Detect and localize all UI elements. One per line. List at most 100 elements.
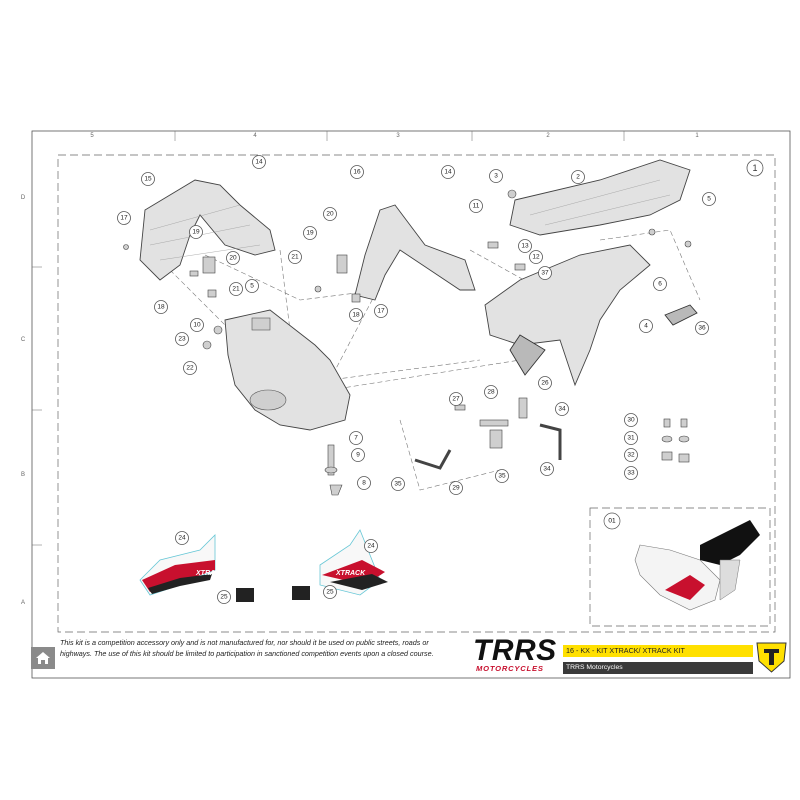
svg-text:7: 7 [354, 435, 358, 442]
assembled-kit-image [634, 520, 760, 611]
detail-view-label: 01 [608, 518, 616, 525]
svg-text:14: 14 [255, 159, 263, 166]
svg-text:31: 31 [627, 435, 635, 442]
svg-text:18: 18 [352, 312, 360, 319]
column-labels: 5 4 3 2 1 [90, 131, 699, 141]
svg-text:12: 12 [532, 254, 540, 261]
drawing-frame [31, 130, 791, 679]
svg-text:8: 8 [362, 480, 366, 487]
svg-text:9: 9 [356, 452, 360, 459]
callout-19: 19 [189, 225, 203, 239]
svg-text:23: 23 [178, 336, 186, 343]
svg-text:37: 37 [541, 270, 549, 277]
svg-text:34: 34 [543, 466, 551, 473]
callout-20: 20 [226, 251, 240, 265]
callout-30: 30 [624, 413, 638, 427]
left-side-cover [139, 179, 276, 281]
svg-text:25: 25 [220, 594, 228, 601]
left-decal: XTRACK [139, 534, 254, 602]
svg-text:11: 11 [473, 203, 480, 210]
row-label: D [21, 195, 26, 201]
callout-29: 29 [449, 481, 463, 495]
detail-view-frame [589, 507, 771, 627]
brand-shield-icon [756, 642, 787, 673]
svg-text:XTRACK: XTRACK [195, 570, 226, 577]
callout-35: 35 [391, 477, 405, 491]
svg-text:26: 26 [541, 380, 549, 387]
callout-17: 17 [117, 211, 131, 225]
fuel-tank [224, 309, 351, 431]
callout-26: 26 [538, 376, 552, 390]
svg-text:13: 13 [521, 243, 529, 250]
callout-24: 24 [175, 531, 189, 545]
callout-12: 12 [529, 250, 543, 264]
callout-6: 6 [653, 277, 667, 291]
svg-text:21: 21 [291, 254, 299, 261]
callout-23: 23 [175, 332, 189, 346]
svg-text:33: 33 [627, 470, 635, 477]
svg-text:30: 30 [627, 417, 635, 424]
callout-21: 21 [288, 250, 302, 264]
svg-text:18: 18 [157, 304, 165, 311]
home-button[interactable] [31, 647, 55, 669]
svg-text:5: 5 [707, 196, 711, 203]
svg-text:35: 35 [498, 473, 506, 480]
svg-text:15: 15 [144, 176, 152, 183]
callout-4: 4 [639, 319, 653, 333]
svg-text:29: 29 [452, 485, 460, 492]
seat [509, 159, 691, 236]
column-label: 2 [546, 133, 550, 139]
svg-text:34: 34 [558, 406, 566, 413]
svg-text:14: 14 [444, 169, 452, 176]
callout-18: 18 [154, 300, 168, 314]
svg-text:32: 32 [627, 452, 635, 459]
callout-34: 34 [555, 402, 569, 416]
svg-text:16: 16 [353, 169, 361, 176]
callout-13: 13 [518, 239, 532, 253]
row-label: C [21, 337, 26, 343]
svg-text:24: 24 [367, 543, 375, 550]
callout-31: 31 [624, 431, 638, 445]
svg-text:20: 20 [229, 255, 237, 262]
callout-21: 21 [229, 282, 243, 296]
svg-text:19: 19 [306, 230, 314, 237]
callout-8: 8 [357, 476, 371, 490]
sheet-number: 1 [752, 163, 757, 173]
svg-text:3: 3 [494, 173, 498, 180]
callout-15: 15 [141, 172, 155, 186]
callout-22: 22 [183, 361, 197, 375]
callout-27: 27 [449, 392, 463, 406]
callout-7: 7 [349, 431, 363, 445]
callout-34: 34 [540, 462, 554, 476]
callout-24: 24 [364, 539, 378, 553]
svg-text:2: 2 [576, 174, 580, 181]
callout-14: 14 [252, 155, 266, 169]
callout-11: 11 [469, 199, 483, 213]
home-icon [36, 652, 50, 664]
callout-25: 25 [217, 590, 231, 604]
svg-text:24: 24 [178, 535, 186, 542]
callout-36: 36 [695, 321, 709, 335]
callout-5: 5 [702, 192, 716, 206]
svg-text:17: 17 [377, 308, 385, 315]
callout-10: 10 [190, 318, 204, 332]
assembly-guide-lines [169, 229, 701, 491]
callout-37: 37 [538, 266, 552, 280]
callout-33: 33 [624, 466, 638, 480]
callout-20: 20 [323, 207, 337, 221]
svg-text:21: 21 [232, 286, 240, 293]
callout-2: 2 [571, 170, 585, 184]
kit-title: 16 - KX - KIT XTRACK/ XTRACK KIT [563, 645, 753, 657]
svg-text:22: 22 [186, 365, 194, 372]
svg-text:36: 36 [698, 325, 706, 332]
svg-text:17: 17 [120, 215, 128, 222]
svg-text:6: 6 [658, 281, 662, 288]
hardware-parts [123, 189, 692, 496]
svg-text:20: 20 [326, 211, 334, 218]
row-label: A [21, 600, 25, 606]
callout-28: 28 [484, 385, 498, 399]
column-label: 4 [253, 133, 257, 139]
callout-3: 3 [489, 169, 503, 183]
svg-text:25: 25 [326, 589, 334, 596]
